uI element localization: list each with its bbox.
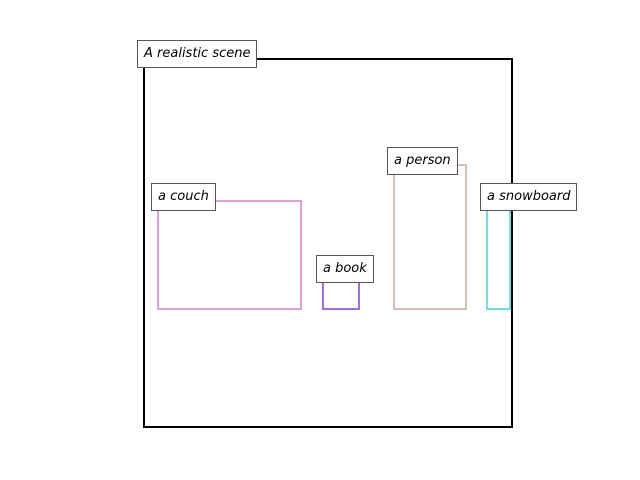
- book-label: a book: [316, 255, 374, 283]
- person-box: [393, 164, 467, 310]
- person-label: a person: [387, 147, 458, 175]
- scene-frame: [143, 58, 513, 428]
- snowboard-label: a snowboard: [480, 183, 578, 211]
- couch-box: [157, 200, 302, 310]
- snowboard-box: [486, 200, 511, 310]
- couch-label: a couch: [151, 183, 216, 211]
- scene-label: A realistic scene: [137, 40, 258, 68]
